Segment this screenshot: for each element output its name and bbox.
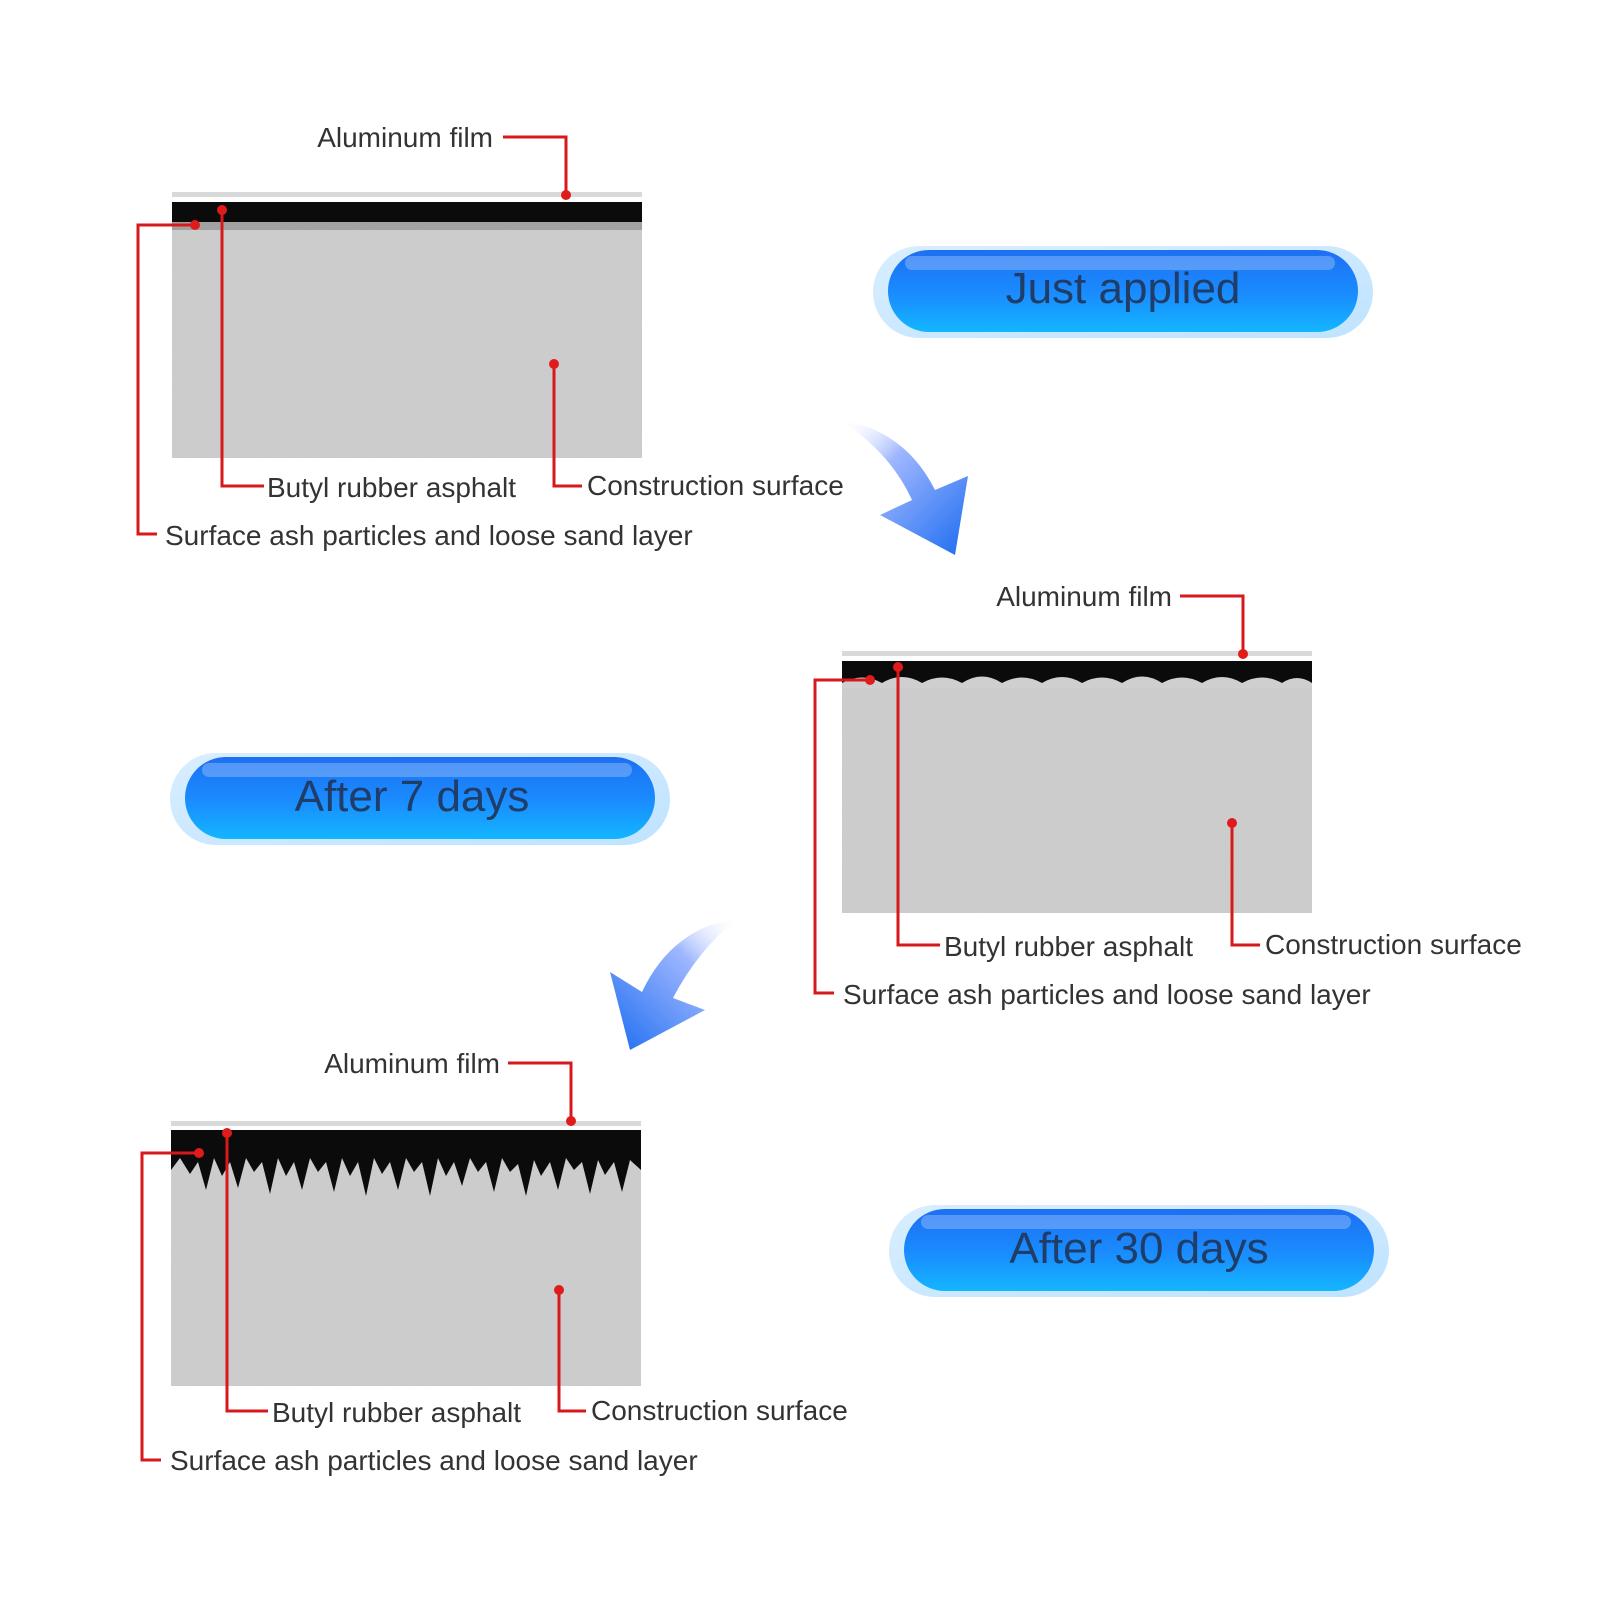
badge-body bbox=[904, 1209, 1374, 1291]
badge-label: After 7 days bbox=[295, 772, 530, 821]
construction-surface-label: Construction surface bbox=[1265, 929, 1522, 960]
panel-just-applied: Aluminum film Butyl rubber asphalt Const… bbox=[136, 122, 1373, 551]
surface-ash-marker bbox=[865, 675, 875, 685]
construction-leader bbox=[552, 364, 582, 488]
cross-section-image bbox=[171, 1121, 641, 1386]
butyl-rubber-asphalt-label: Butyl rubber asphalt bbox=[944, 931, 1193, 962]
badge-after-30-days: After 30 days bbox=[889, 1205, 1389, 1297]
aluminum-film-layer bbox=[842, 651, 1312, 656]
surface-ash-label: Surface ash particles and loose sand lay… bbox=[165, 520, 693, 551]
badge-body bbox=[888, 250, 1358, 332]
construction-marker bbox=[549, 359, 559, 369]
surface-ash-leader bbox=[140, 1151, 199, 1462]
down-left-arrow-icon bbox=[610, 918, 738, 1050]
aluminum-film-label: Aluminum film bbox=[324, 1048, 500, 1079]
badge-label: Just applied bbox=[1006, 264, 1241, 313]
sand-texture bbox=[171, 1130, 641, 1386]
surface-ash-marker bbox=[190, 220, 200, 230]
cross-section-image bbox=[172, 192, 642, 458]
butyl-marker bbox=[217, 205, 227, 215]
asphalt-layer bbox=[842, 661, 1312, 683]
surface-ash-leader bbox=[813, 678, 870, 995]
butyl-leader bbox=[220, 210, 264, 488]
construction-marker bbox=[1227, 818, 1237, 828]
asphalt-penetrated-layer bbox=[171, 1130, 641, 1196]
badge-label: After 30 days bbox=[1009, 1224, 1268, 1273]
butyl-marker bbox=[893, 662, 903, 672]
surface-ash-label: Surface ash particles and loose sand lay… bbox=[843, 979, 1371, 1010]
construction-surface-label: Construction surface bbox=[591, 1395, 848, 1426]
aluminum-film-label: Aluminum film bbox=[996, 581, 1172, 612]
construction-leader bbox=[1230, 823, 1260, 947]
aluminum-film-marker bbox=[566, 1116, 576, 1126]
aluminum-film-marker bbox=[1238, 649, 1248, 659]
surface-ash-marker bbox=[194, 1148, 204, 1158]
asphalt-interface-shallow bbox=[842, 676, 1312, 688]
aluminum-film-label: Aluminum film bbox=[317, 122, 493, 153]
panel-after-7-days: Aluminum film Butyl rubber asphalt Const… bbox=[170, 581, 1522, 1010]
aluminum-film-leader bbox=[1180, 594, 1245, 654]
butyl-rubber-asphalt-label: Butyl rubber asphalt bbox=[267, 472, 516, 503]
badge-shine bbox=[905, 256, 1335, 270]
construction-surface-label: Construction surface bbox=[587, 470, 844, 501]
construction-marker bbox=[554, 1285, 564, 1295]
ash-particle-band bbox=[172, 222, 642, 230]
badge-shine bbox=[202, 763, 632, 777]
construction-leader bbox=[557, 1290, 586, 1413]
butyl-marker bbox=[222, 1128, 232, 1138]
down-right-arrow-icon bbox=[840, 420, 968, 555]
aluminum-film-leader bbox=[503, 135, 568, 195]
butyl-rubber-asphalt-label: Butyl rubber asphalt bbox=[272, 1397, 521, 1428]
surface-ash-leader bbox=[136, 223, 195, 536]
badge-body bbox=[185, 757, 655, 839]
sand-texture bbox=[172, 222, 642, 458]
butyl-leader bbox=[225, 1133, 268, 1413]
badge-after-7-days: After 7 days bbox=[170, 753, 670, 845]
badge-shine bbox=[921, 1215, 1351, 1229]
aluminum-film-marker bbox=[561, 190, 571, 200]
aluminum-film-layer bbox=[171, 1121, 641, 1126]
aluminum-film-leader bbox=[508, 1061, 573, 1121]
cross-section-image bbox=[842, 651, 1312, 913]
surface-ash-label: Surface ash particles and loose sand lay… bbox=[170, 1445, 698, 1476]
aluminum-film-layer bbox=[172, 192, 642, 197]
asphalt-layer bbox=[172, 202, 642, 222]
badge-just-applied: Just applied bbox=[873, 246, 1373, 338]
sand-texture bbox=[842, 683, 1312, 913]
butyl-leader bbox=[896, 667, 940, 947]
panel-after-30-days: Aluminum film Butyl rubber asphalt Const… bbox=[140, 1048, 1389, 1476]
